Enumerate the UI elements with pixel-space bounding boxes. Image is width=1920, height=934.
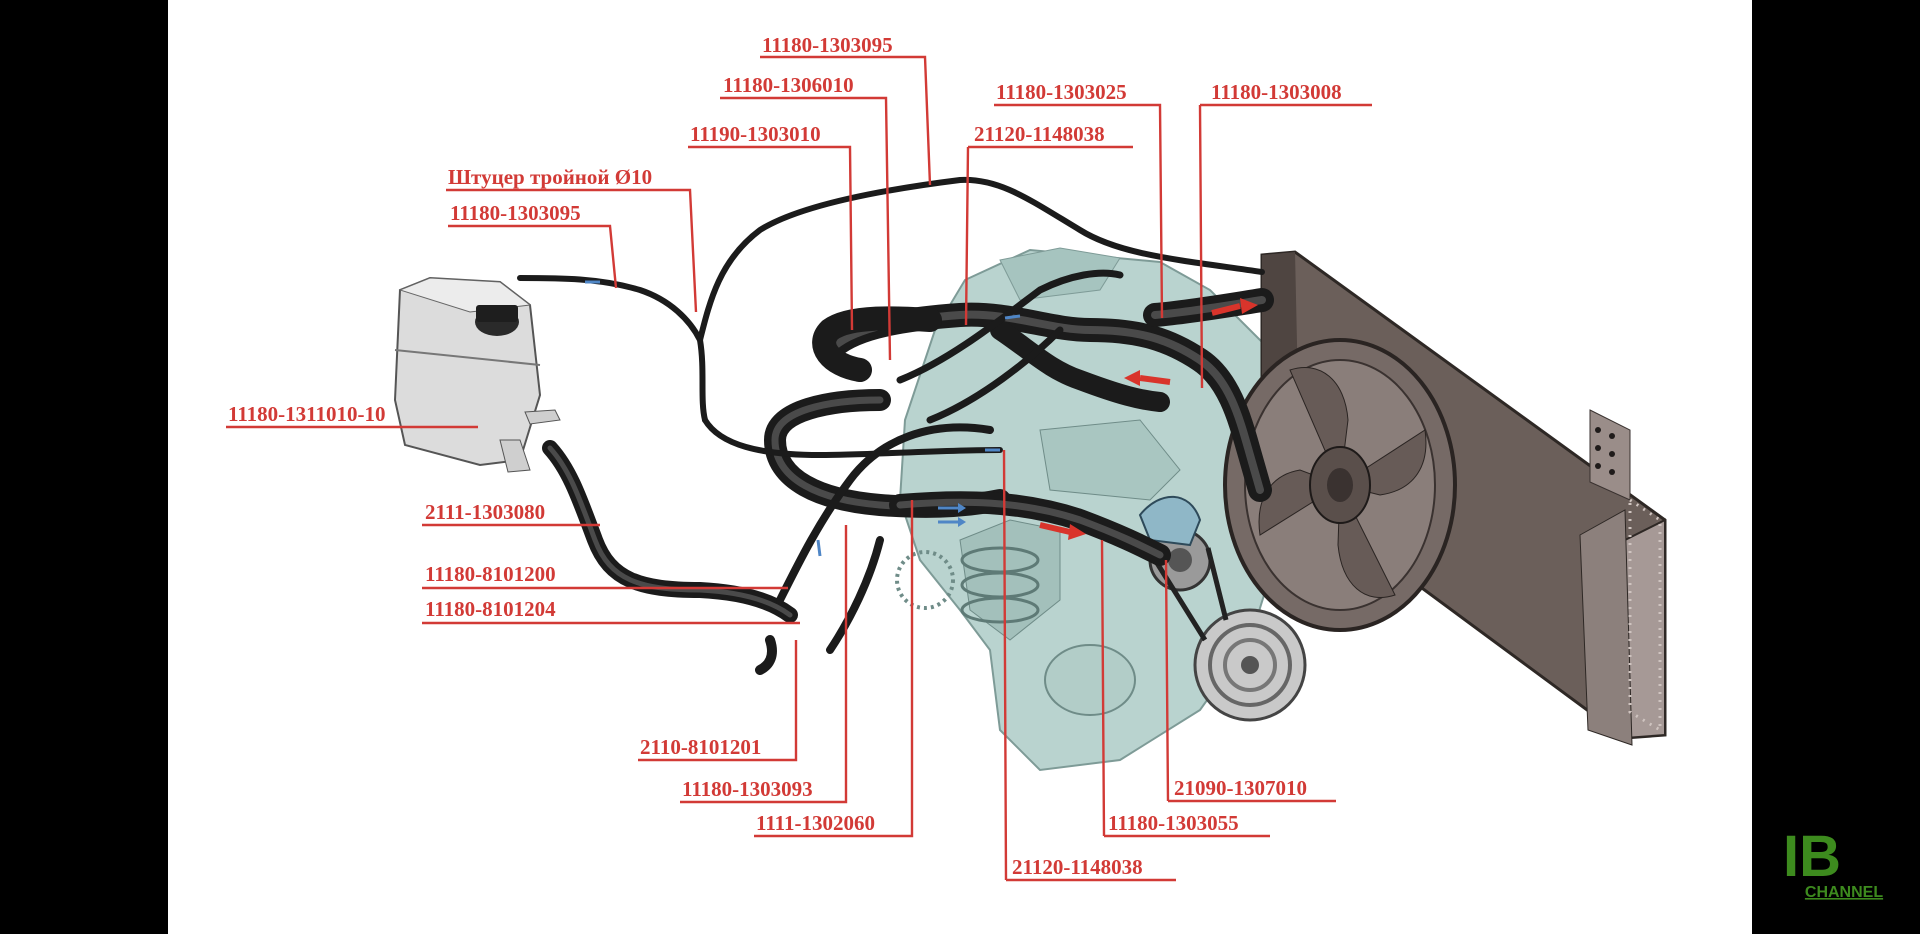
- label-11180-1303008: 11180-1303008: [1198, 80, 1372, 389]
- flow-arrows: [585, 280, 1258, 557]
- part-labels: 11180-1303095 11180-1306010 11180-130302…: [226, 33, 1372, 882]
- label-21090-1307010: 21090-1307010: [1164, 559, 1336, 803]
- svg-text:11180-1306010: 11180-1306010: [723, 73, 854, 97]
- label-11180-8101204: 11180-8101204: [422, 597, 800, 625]
- svg-text:1111-1302060: 1111-1302060: [756, 811, 875, 835]
- label-21120-1148038-top: 21120-1148038: [964, 122, 1133, 326]
- label-1111-1302060: 1111-1302060: [754, 500, 914, 838]
- channel-logo: IB CHANNEL: [1783, 824, 1883, 901]
- svg-text:2111-1303080: 2111-1303080: [425, 500, 545, 524]
- label-11180-1306010: 11180-1306010: [720, 73, 892, 361]
- svg-text:11180-1311010-10: 11180-1311010-10: [228, 402, 386, 426]
- label-11180-1303095-left: 11180-1303095: [448, 201, 618, 289]
- label-tee-fitting: Штуцер тройной Ø10: [446, 165, 698, 313]
- svg-text:11180-8101204: 11180-8101204: [425, 597, 556, 621]
- label-2111-1303080: 2111-1303080: [422, 500, 600, 527]
- svg-text:21090-1307010: 21090-1307010: [1174, 776, 1307, 800]
- svg-text:11180-1303095: 11180-1303095: [450, 201, 581, 225]
- svg-text:11190-1303010: 11190-1303010: [690, 122, 821, 146]
- radiator-fan: [1223, 338, 1457, 632]
- label-11180-1303095-top: 11180-1303095: [760, 33, 932, 186]
- hoses: [517, 176, 1274, 675]
- label-11180-1303055: 11180-1303055: [1100, 539, 1270, 838]
- logo-caption: CHANNEL: [1805, 884, 1883, 901]
- svg-text:2110-8101201: 2110-8101201: [640, 735, 761, 759]
- label-11180-1303025: 11180-1303025: [994, 80, 1164, 319]
- svg-text:21120-1148038: 21120-1148038: [974, 122, 1105, 146]
- label-2110-8101201: 2110-8101201: [638, 640, 798, 762]
- expansion-tank: [393, 276, 561, 473]
- svg-text:11180-1303093: 11180-1303093: [682, 777, 813, 801]
- belt-pulleys: [1138, 495, 1307, 722]
- svg-text:11180-1303095: 11180-1303095: [762, 33, 893, 57]
- label-11180-1303093: 11180-1303093: [680, 525, 848, 804]
- label-11180-8101200: 11180-8101200: [422, 562, 788, 590]
- svg-text:21120-1148038: 21120-1148038: [1012, 855, 1143, 879]
- svg-text:11180-1303008: 11180-1303008: [1211, 80, 1342, 104]
- svg-text:11180-1303055: 11180-1303055: [1108, 811, 1239, 835]
- logo-mark: IB: [1783, 824, 1841, 889]
- svg-text:11180-1303025: 11180-1303025: [996, 80, 1127, 104]
- svg-text:Штуцер тройной Ø10: Штуцер тройной Ø10: [448, 165, 652, 189]
- svg-text:11180-8101200: 11180-8101200: [425, 562, 556, 586]
- label-11190-1303010: 11190-1303010: [688, 122, 854, 331]
- label-21120-1148038-bottom: 21120-1148038: [1002, 449, 1176, 882]
- label-11180-1311010-10: 11180-1311010-10: [226, 402, 478, 429]
